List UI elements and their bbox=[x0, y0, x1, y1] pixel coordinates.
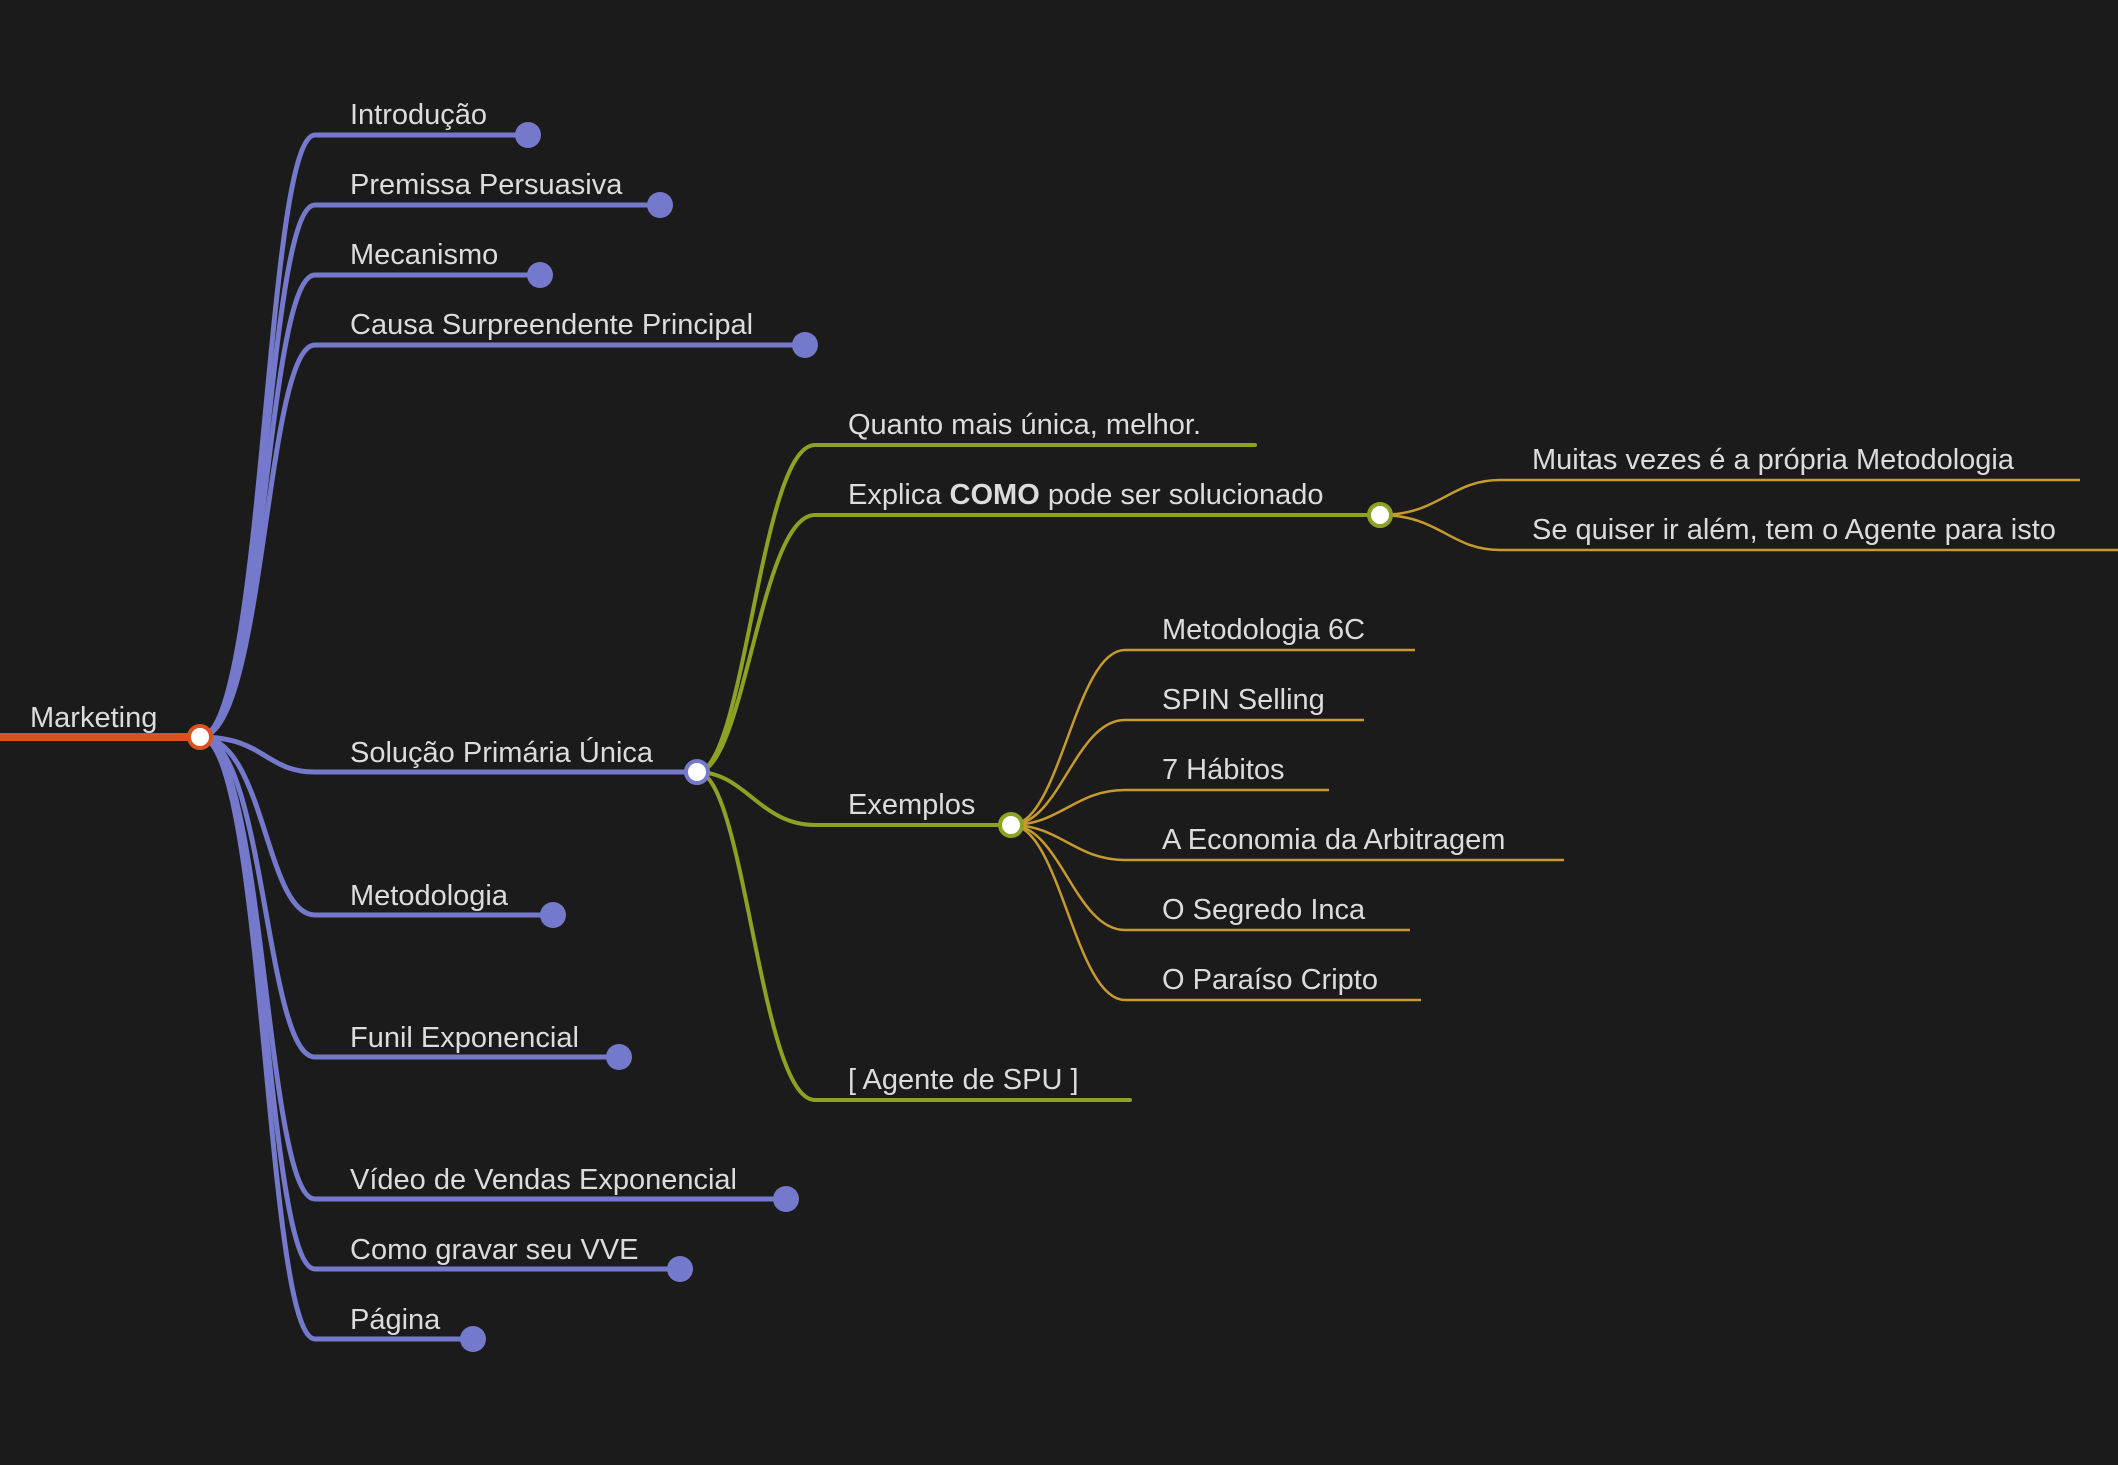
node-quanto-mais-unica[interactable]: Quanto mais única, melhor. bbox=[848, 409, 1202, 441]
collapsed-dot-funil-exponencial bbox=[606, 1044, 632, 1070]
node-metodologia[interactable]: Metodologia bbox=[350, 880, 508, 912]
node-video-de-vendas-exponencial[interactable]: Vídeo de Vendas Exponencial bbox=[350, 1164, 737, 1196]
node-como-gravar-seu-vve[interactable]: Como gravar seu VVE bbox=[350, 1234, 639, 1266]
node-agente-de-spu[interactable]: [ Agente de SPU ] bbox=[848, 1064, 1079, 1096]
collapsed-dot-como-gravar-seu-vve bbox=[667, 1256, 693, 1282]
expand-dot-explica-como bbox=[1367, 502, 1393, 528]
connector-muitas-vezes bbox=[1379, 478, 2080, 517]
collapsed-dot-premissa-persuasiva bbox=[647, 192, 673, 218]
collapsed-dot-pagina bbox=[460, 1326, 486, 1352]
connector-introducao bbox=[197, 132, 531, 740]
node-explica-como[interactable]: Explica COMO pode ser solucionado bbox=[848, 478, 1324, 512]
explica-label-before: Explica bbox=[848, 479, 950, 511]
node-metodologia-6c[interactable]: Metodologia 6C bbox=[1162, 614, 1366, 646]
collapsed-dot-introducao bbox=[515, 122, 541, 148]
node-causa-surpreendente-principal[interactable]: Causa Surpreendente Principal bbox=[350, 309, 754, 341]
node-o-segredo-inca[interactable]: O Segredo Inca bbox=[1162, 894, 1366, 926]
connector-explica-como bbox=[695, 513, 1382, 774]
connector-pagina bbox=[197, 734, 476, 1342]
connector-causa-surpreendente-principal bbox=[197, 342, 808, 740]
collapsed-dot-video-de-vendas-exponencial bbox=[773, 1186, 799, 1212]
expand-dot-exemplos bbox=[998, 812, 1024, 838]
collapsed-dot-causa-surpreendente-principal bbox=[792, 332, 818, 358]
collapsed-dot-mecanismo bbox=[527, 262, 553, 288]
expand-dot-solucao-primaria-unica bbox=[684, 759, 710, 785]
node-mecanismo[interactable]: Mecanismo bbox=[350, 239, 499, 271]
root-node-label[interactable]: Marketing bbox=[30, 702, 158, 734]
node-pagina[interactable]: Página bbox=[350, 1304, 441, 1336]
root-expand-dot bbox=[187, 724, 213, 750]
node-spin-selling[interactable]: SPIN Selling bbox=[1162, 684, 1325, 716]
connector-metodologia bbox=[197, 734, 556, 918]
node-se-quiser-ir-alem[interactable]: Se quiser ir além, tem o Agente para ist… bbox=[1532, 514, 2056, 546]
node-o-paraiso-cripto[interactable]: O Paraíso Cripto bbox=[1162, 964, 1378, 996]
node-7-habitos[interactable]: 7 Hábitos bbox=[1162, 754, 1285, 786]
connector-o-segredo-inca bbox=[1010, 823, 1410, 932]
connector-agente-de-spu bbox=[695, 770, 1132, 1102]
connector-spin-selling bbox=[1010, 718, 1364, 827]
connector-se-quiser-ir-alem bbox=[1379, 513, 2118, 552]
connector-video-de-vendas-exponencial bbox=[197, 734, 789, 1202]
node-muitas-vezes[interactable]: Muitas vezes é a própria Metodologia bbox=[1532, 444, 2014, 476]
node-a-economia-da-arbitragem[interactable]: A Economia da Arbitragem bbox=[1162, 824, 1506, 856]
connector-a-economia-da-arbitragem bbox=[1010, 823, 1564, 862]
connector-7-habitos bbox=[1010, 788, 1329, 827]
node-exemplos[interactable]: Exemplos bbox=[848, 789, 976, 821]
connector-funil-exponencial bbox=[197, 734, 622, 1060]
explica-label-after: pode ser solucionado bbox=[1039, 479, 1324, 511]
connector-metodologia-6c bbox=[1010, 648, 1415, 827]
connector-o-paraiso-cripto bbox=[1010, 823, 1421, 1002]
node-introducao[interactable]: Introdução bbox=[350, 99, 488, 131]
explica-label-bold: COMO bbox=[949, 479, 1040, 511]
node-funil-exponencial[interactable]: Funil Exponencial bbox=[350, 1022, 579, 1054]
node-premissa-persuasiva[interactable]: Premissa Persuasiva bbox=[350, 169, 623, 201]
node-solucao-primaria-unica[interactable]: Solução Primária Única bbox=[350, 737, 654, 769]
collapsed-dot-metodologia bbox=[540, 902, 566, 928]
connector-solucao-primaria-unica bbox=[197, 734, 700, 775]
connector-exemplos bbox=[695, 770, 1013, 827]
